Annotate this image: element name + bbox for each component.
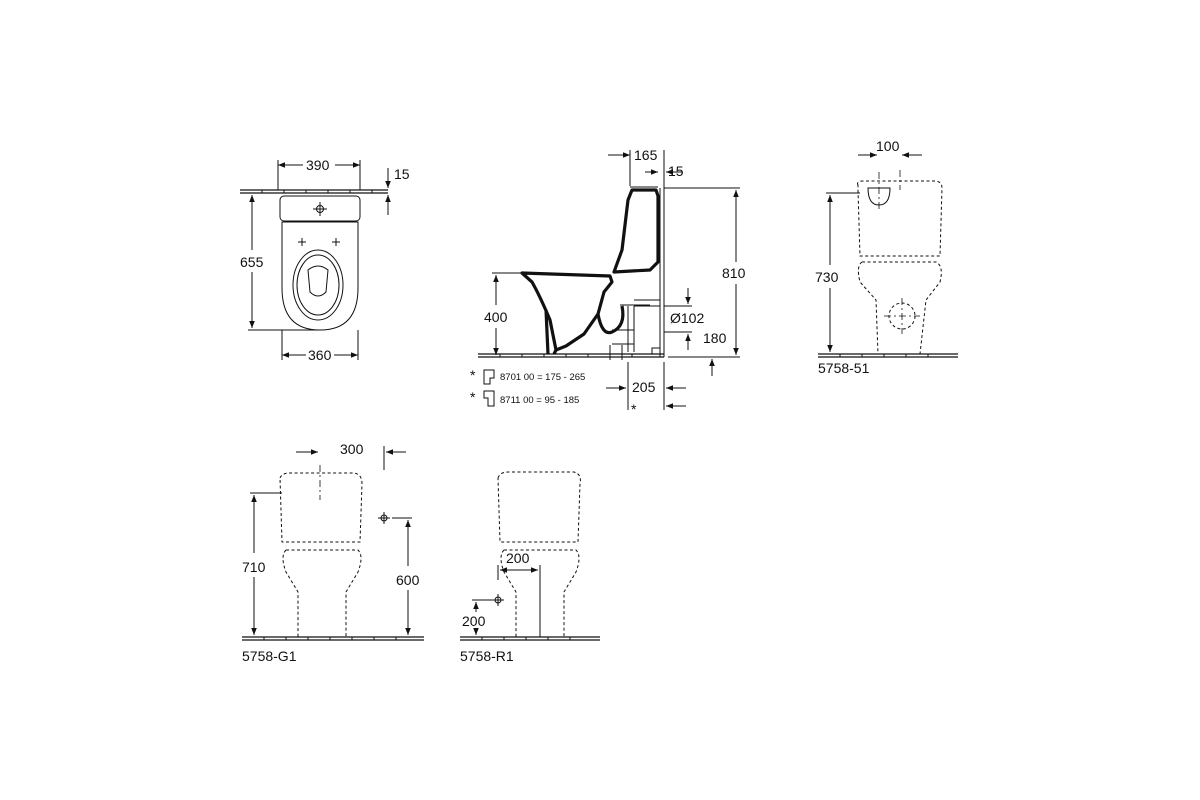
side-asterisk-note: * bbox=[631, 401, 637, 417]
rear-view: 100 730 5758-51 bbox=[815, 138, 958, 376]
model-code: 5758-51 bbox=[818, 360, 870, 376]
dim-side-outlet-height: 180 bbox=[703, 330, 727, 346]
seat-outline bbox=[292, 249, 344, 321]
bowl-outline bbox=[282, 549, 362, 637]
dim-side-pipe-diameter: Ø102 bbox=[670, 310, 704, 326]
model-code: 5758-R1 bbox=[460, 648, 514, 664]
bowl-outline bbox=[281, 221, 359, 331]
wall-line bbox=[659, 188, 665, 357]
dim-side-wall-gap: 15 bbox=[668, 163, 684, 179]
top-view: 390 15 655 360 bbox=[240, 157, 410, 363]
connector-text: 8701 00 = 175 - 265 bbox=[500, 372, 585, 383]
dim-side-outlet-offset: 205 bbox=[632, 379, 656, 395]
dim-g1-inlet-offset: 300 bbox=[340, 441, 364, 457]
dim-side-seat-height: 400 bbox=[484, 309, 508, 325]
trap-section bbox=[596, 305, 625, 335]
model-code: 5758-G1 bbox=[242, 648, 297, 664]
dim-r1-inlet-offset: 200 bbox=[506, 550, 530, 566]
connector-mark: * bbox=[470, 389, 476, 405]
dim-r1-inlet-height: 200 bbox=[462, 613, 486, 629]
cistern-section bbox=[612, 188, 660, 274]
cistern-outline bbox=[279, 195, 361, 222]
connector-text: 8711 00 = 95 - 185 bbox=[500, 395, 579, 406]
front-view-g1: 300 710 600 5758-G1 bbox=[242, 441, 424, 664]
dim-top-width: 390 bbox=[306, 157, 330, 173]
fixing-hole-icon bbox=[298, 238, 340, 246]
water-inlet-icon bbox=[378, 512, 390, 524]
dim-top-bottom-width: 360 bbox=[308, 347, 332, 363]
dim-g1-inlet-height: 600 bbox=[396, 572, 420, 588]
cistern-outline bbox=[497, 471, 581, 543]
cistern-outline bbox=[857, 180, 943, 257]
connector-elbow-icon bbox=[483, 369, 495, 385]
side-view: 165 15 810 400 Ø102 180 205 * * bbox=[470, 147, 746, 417]
dim-top-depth: 655 bbox=[240, 254, 264, 270]
bowl-section bbox=[520, 271, 614, 352]
dim-g1-height: 710 bbox=[242, 559, 266, 575]
connector-item: * 8701 00 = 175 - 265 bbox=[470, 367, 585, 385]
front-view-r1: 200 200 5758-R1 bbox=[460, 471, 600, 664]
connector-straight-icon bbox=[483, 390, 495, 407]
outlet-crosshair-icon bbox=[884, 298, 920, 334]
dim-rear-height: 730 bbox=[815, 269, 839, 285]
dim-side-cistern-depth: 165 bbox=[634, 147, 658, 163]
dim-top-rear-gap: 15 bbox=[394, 166, 410, 182]
connector-item: * 8711 00 = 95 - 185 bbox=[470, 389, 579, 407]
connector-mark: * bbox=[470, 367, 476, 383]
flush-button-icon bbox=[313, 202, 327, 216]
dim-rear-inlet-width: 100 bbox=[876, 138, 900, 154]
cistern-outline bbox=[279, 472, 363, 543]
dim-side-total-height: 810 bbox=[722, 265, 746, 281]
bowl-outline bbox=[857, 261, 942, 355]
bowl-opening bbox=[307, 265, 329, 297]
